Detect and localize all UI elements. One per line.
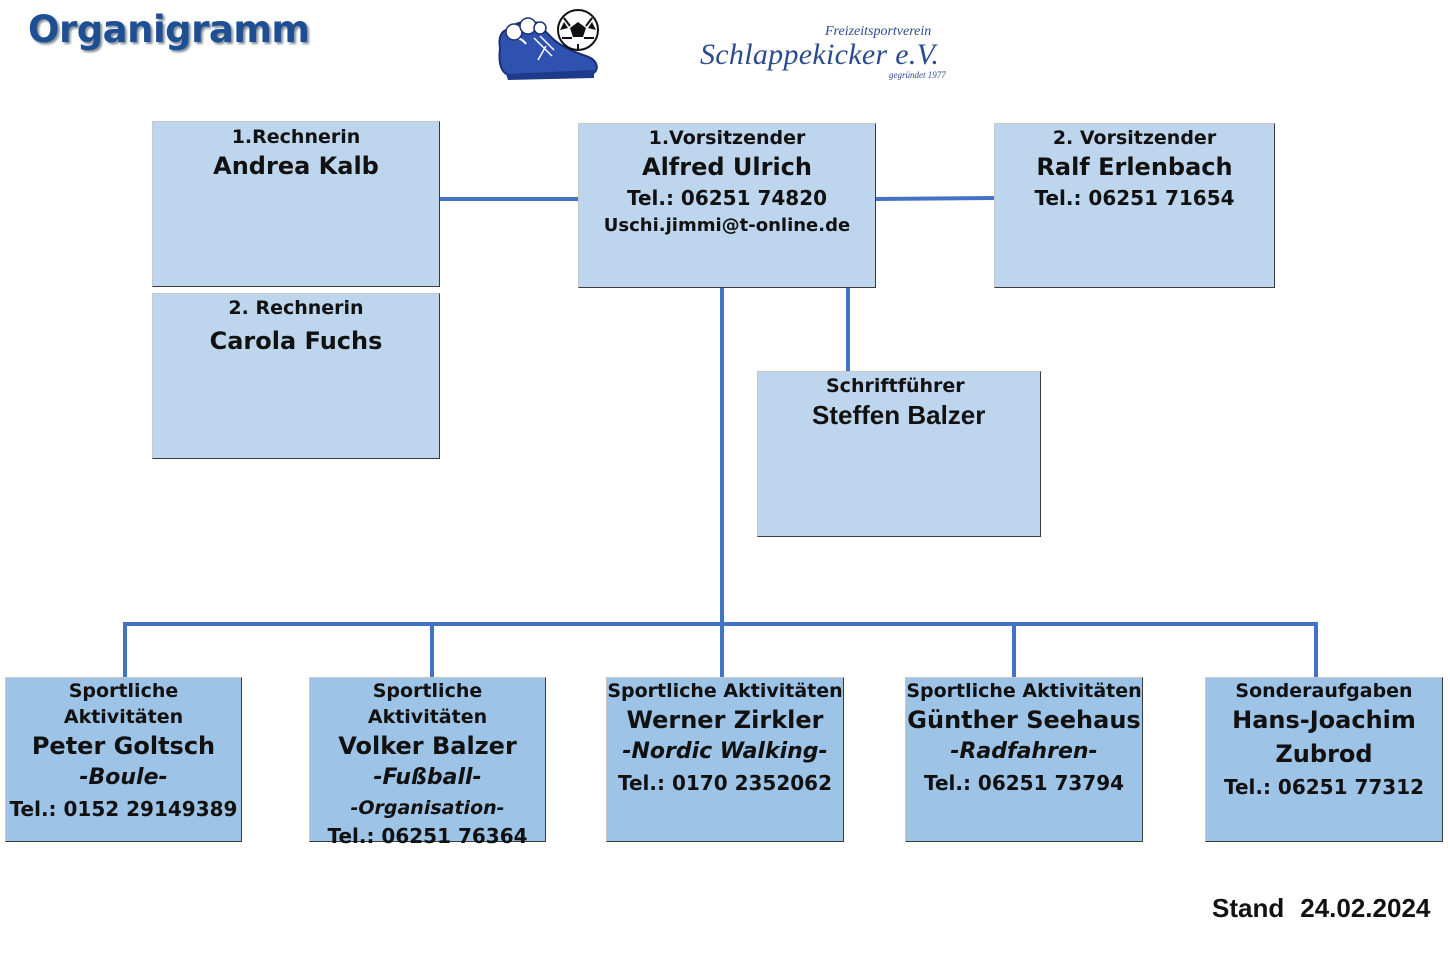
stand-date-line: Stand 24.02.2024 bbox=[1212, 893, 1430, 924]
role-label: Sportliche Aktivitäten bbox=[63, 680, 184, 728]
role-label: 1.Vorsitzender bbox=[648, 127, 806, 149]
club-name: Schlappekicker e.V. bbox=[700, 38, 940, 71]
role-label: 1.Rechnerin bbox=[231, 126, 361, 148]
person-name: Peter Goltsch bbox=[31, 732, 216, 760]
phone-number: Tel.: 06251 76364 bbox=[327, 824, 528, 848]
club-tagline: Freizeitsportverein bbox=[825, 24, 932, 39]
box-sport-1: Sportliche Aktivitäten Peter Goltsch -Bo… bbox=[5, 677, 242, 842]
person-name: Volker Balzer bbox=[338, 732, 517, 760]
box-treasurer-1: 1.Rechnerin Andrea Kalb bbox=[152, 121, 440, 287]
role-label: Schriftführer bbox=[826, 375, 965, 397]
connector-chair1-chair2 bbox=[874, 196, 995, 201]
phone-number: Tel.: 06251 74820 bbox=[626, 186, 828, 210]
box-sport-3: Sportliche Aktivitäten Werner Zirkler -N… bbox=[606, 677, 844, 842]
activity-label: -Radfahren- bbox=[950, 739, 1098, 764]
person-name: Hans-Joachim bbox=[1232, 706, 1416, 734]
role-label: Sportliche Aktivitäten bbox=[367, 680, 488, 728]
role-label: Sportliche Aktivitäten bbox=[906, 680, 1142, 702]
club-logo bbox=[498, 9, 599, 80]
stand-label: Stand bbox=[1212, 893, 1285, 923]
person-name: Alfred Ulrich bbox=[642, 153, 812, 181]
activity-label: -Boule- bbox=[79, 765, 168, 790]
person-name: Andrea Kalb bbox=[213, 152, 379, 180]
box-secretary: Schriftführer Steffen Balzer bbox=[757, 371, 1041, 537]
activity-label: -Nordic Walking- bbox=[622, 739, 828, 764]
role-label: 2. Rechnerin bbox=[228, 297, 364, 319]
activity-sublabel: -Organisation- bbox=[350, 797, 505, 819]
phone-number: Tel.: 06251 73794 bbox=[923, 771, 1125, 795]
person-name: Carola Fuchs bbox=[209, 327, 383, 355]
shoe-icon bbox=[498, 17, 598, 80]
activity-label: -Fußball- bbox=[373, 765, 482, 790]
role-label: Sportliche Aktivitäten bbox=[607, 680, 843, 702]
phone-number: Tel.: 06251 77312 bbox=[1223, 775, 1425, 799]
person-name: Werner Zirkler bbox=[626, 706, 824, 734]
box-sport-2: Sportliche Aktivitäten Volker Balzer -Fu… bbox=[309, 677, 546, 848]
stand-date: 24.02.2024 bbox=[1300, 893, 1431, 923]
box-treasurer-2: 2. Rechnerin Carola Fuchs bbox=[152, 293, 440, 459]
box-sport-4: Sportliche Aktivitäten Günther Seehaus -… bbox=[905, 677, 1143, 842]
phone-number: Tel.: 0170 2352062 bbox=[617, 771, 832, 795]
box-special-tasks: Sonderaufgaben Hans-Joachim Zubrod Tel.:… bbox=[1205, 677, 1443, 842]
person-name: Steffen Balzer bbox=[812, 400, 986, 430]
email-address: Uschi.jimmi@t-online.de bbox=[603, 215, 851, 236]
box-chair-1: 1.Vorsitzender Alfred Ulrich Tel.: 06251… bbox=[578, 123, 876, 288]
person-name-line2: Zubrod bbox=[1275, 740, 1373, 768]
role-label: Sonderaufgaben bbox=[1235, 680, 1413, 702]
person-name: Ralf Erlenbach bbox=[1036, 153, 1233, 181]
phone-number: Tel.: 06251 71654 bbox=[1034, 186, 1235, 210]
phone-number: Tel.: 0152 29149389 bbox=[9, 797, 238, 821]
club-founded: gegründet 1977 bbox=[889, 70, 946, 80]
box-chair-2: 2. Vorsitzender Ralf Erlenbach Tel.: 062… bbox=[994, 123, 1275, 288]
role-label: 2. Vorsitzender bbox=[1052, 127, 1217, 149]
page-title: Organigramm bbox=[28, 8, 310, 51]
soccer-ball-icon bbox=[557, 9, 599, 51]
person-name: Günther Seehaus bbox=[907, 706, 1141, 734]
